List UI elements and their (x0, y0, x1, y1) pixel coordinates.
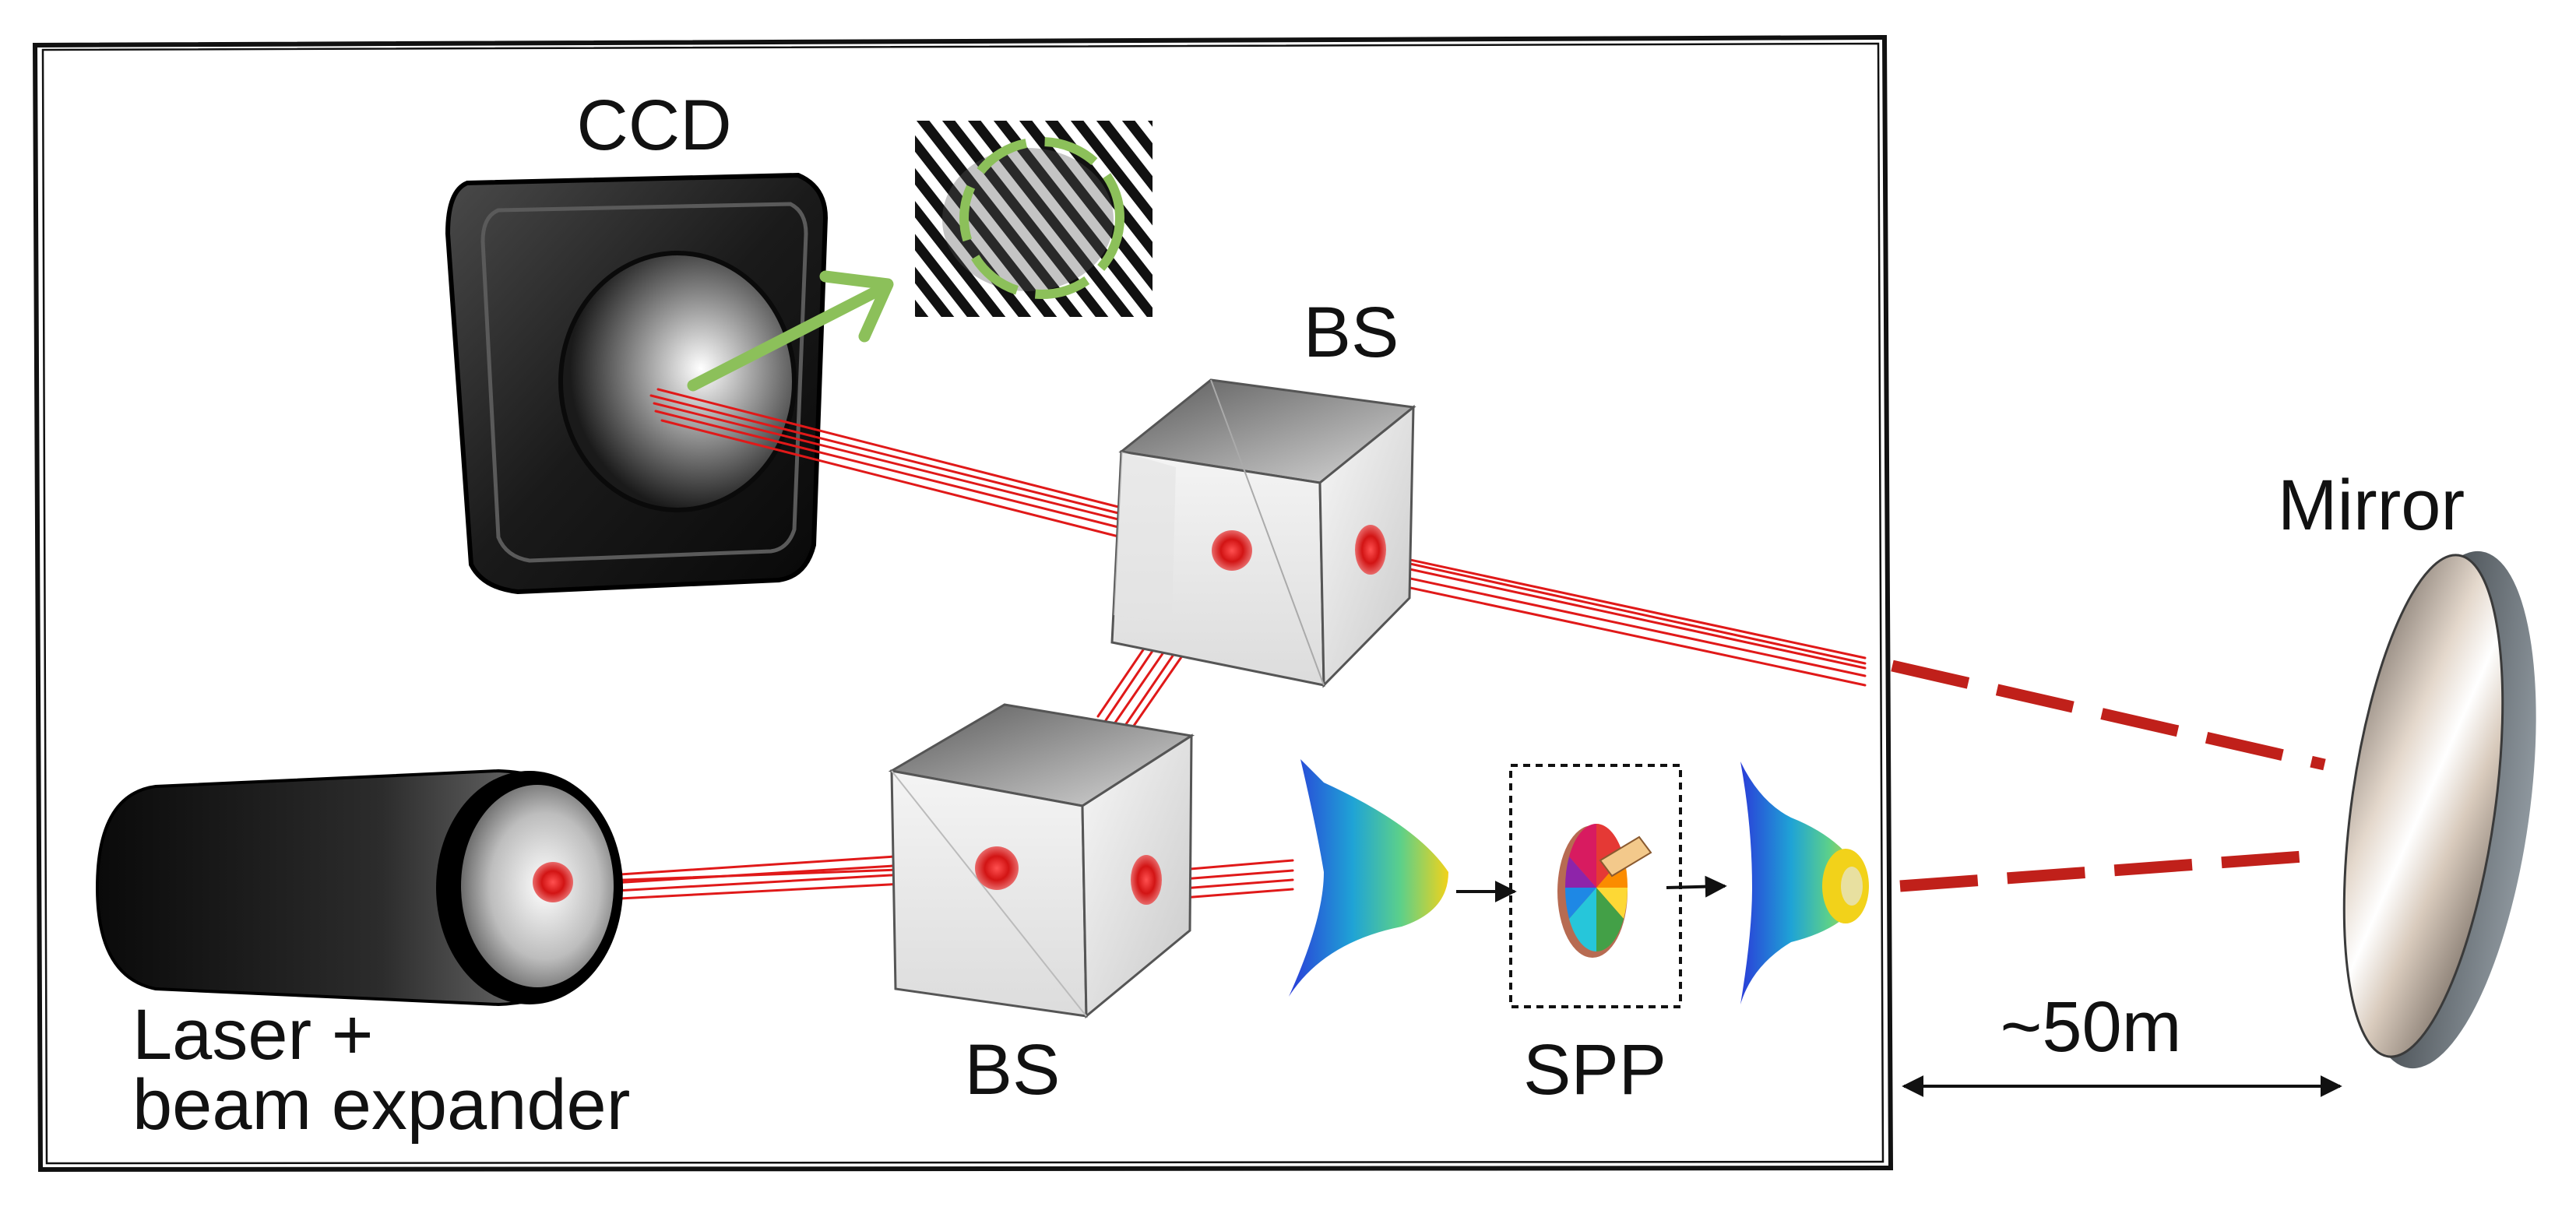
bs-bottom-label: BS (965, 1030, 1061, 1110)
arrow-from-spp (1666, 875, 1727, 898)
bs-bottom-spot-front (975, 846, 1019, 890)
laser-beam-expander (95, 769, 623, 1007)
mirror (2342, 550, 2536, 1069)
laser-label-line1: Laser + (132, 995, 373, 1075)
spp-label: SPP (1523, 1030, 1666, 1110)
bs-top-spot-side (1355, 525, 1386, 575)
vortex-wavefront (1740, 762, 1869, 1004)
dashed-beams (1891, 660, 2326, 892)
bs-bottom-spot-side (1131, 855, 1162, 905)
green-arrow (687, 270, 894, 392)
optical-table-frame (32, 34, 1894, 1173)
beam-ccd-to-bs (649, 388, 1123, 539)
beam-splitter-bottom (888, 703, 1195, 1019)
bs-top-spot-front (1212, 530, 1252, 571)
laser-spot (533, 862, 573, 902)
distance-label: ~50m (2001, 987, 2182, 1067)
laser-label-line2: beam expander (132, 1065, 630, 1145)
spiral-phase-plate (1509, 764, 1682, 1008)
beam-splitter-top (1110, 378, 1416, 688)
ccd-camera (445, 172, 829, 595)
bs-top-label: BS (1304, 293, 1399, 372)
ccd-label: CCD (576, 86, 731, 165)
fringe-pattern-image (915, 121, 1153, 317)
mirror-label: Mirror (2278, 466, 2465, 545)
beam-bs-to-mirror-top (1369, 550, 1867, 687)
gaussian-wavefront (1289, 759, 1448, 997)
